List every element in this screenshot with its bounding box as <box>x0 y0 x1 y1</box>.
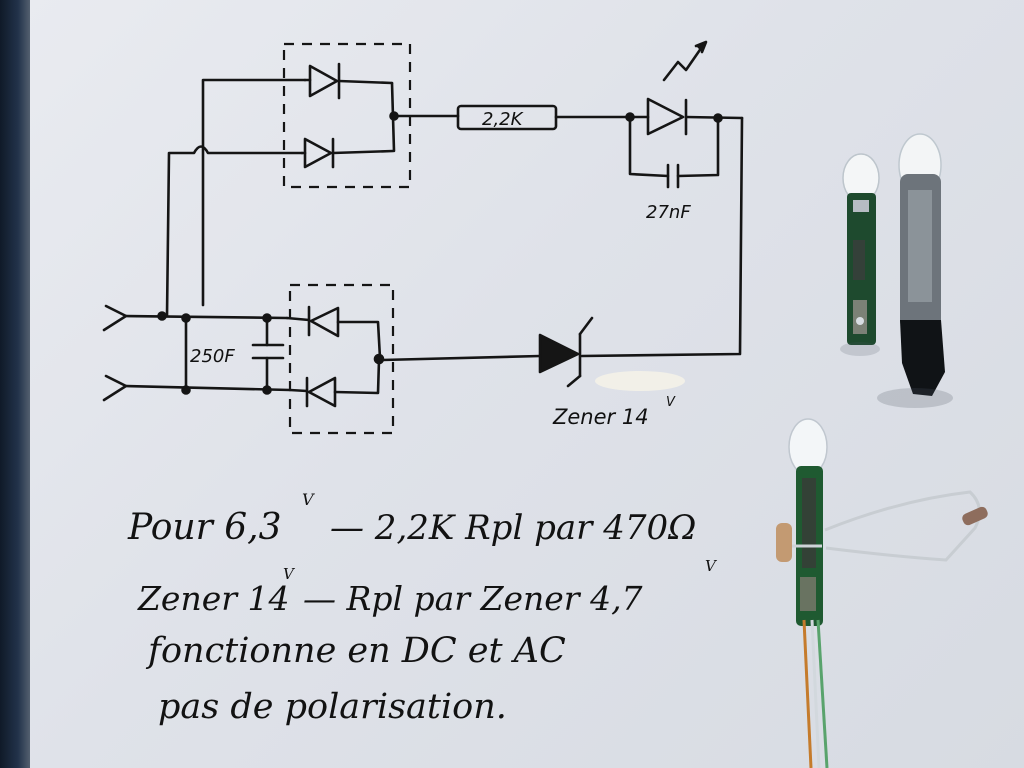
led <box>630 40 744 136</box>
input-wire-top <box>124 314 289 320</box>
upper-bridge-box <box>282 42 412 189</box>
note-line-2-unit-2: V <box>705 557 718 575</box>
wire-cross-feed <box>165 145 304 318</box>
zener-unit: V <box>666 395 676 410</box>
note-line-2-rest: — Rpl par Zener 4,7 <box>303 579 643 618</box>
desk-edge <box>0 0 30 768</box>
cap-wire-left <box>628 115 670 178</box>
zener-diode <box>380 316 594 388</box>
note-line-3: fonctionne en DC et AC <box>145 631 566 671</box>
note-line-2-unit: V <box>283 565 296 583</box>
note-line-2: Zener 14 <box>137 579 290 618</box>
lower-diode-1 <box>285 305 382 360</box>
input-terminal-bottom <box>102 374 128 402</box>
led-lamp-large <box>898 133 945 396</box>
note-line-1-unit: V <box>302 490 315 509</box>
cap-wire-right <box>676 116 720 178</box>
resistor-label: 2,2K <box>482 109 524 130</box>
capacitor-large-label: 250F <box>190 346 235 367</box>
wire-upper-feed <box>201 78 307 307</box>
note-line-1-rest: — 2,2K Rpl par 470Ω <box>330 508 696 548</box>
note-line-1: Pour 6,3 <box>127 507 282 548</box>
zener-label: Zener 14 <box>552 405 649 429</box>
right-rail <box>580 116 744 358</box>
input-terminal-top <box>102 304 128 332</box>
upper-diode-1 <box>303 62 394 100</box>
led-emission-arrow <box>662 42 706 82</box>
led-module-assembly <box>776 418 988 768</box>
capacitor-small-label: 27nF <box>646 202 691 223</box>
handwritten-note: Pour 6,3 V — 2,2K Rpl par 470Ω Zener 14 … <box>127 490 718 727</box>
note-line-4: pas de polarisation. <box>158 687 507 727</box>
led-board-small <box>842 153 880 345</box>
lower-diode-2 <box>288 358 381 408</box>
upper-diode-2 <box>300 137 395 169</box>
